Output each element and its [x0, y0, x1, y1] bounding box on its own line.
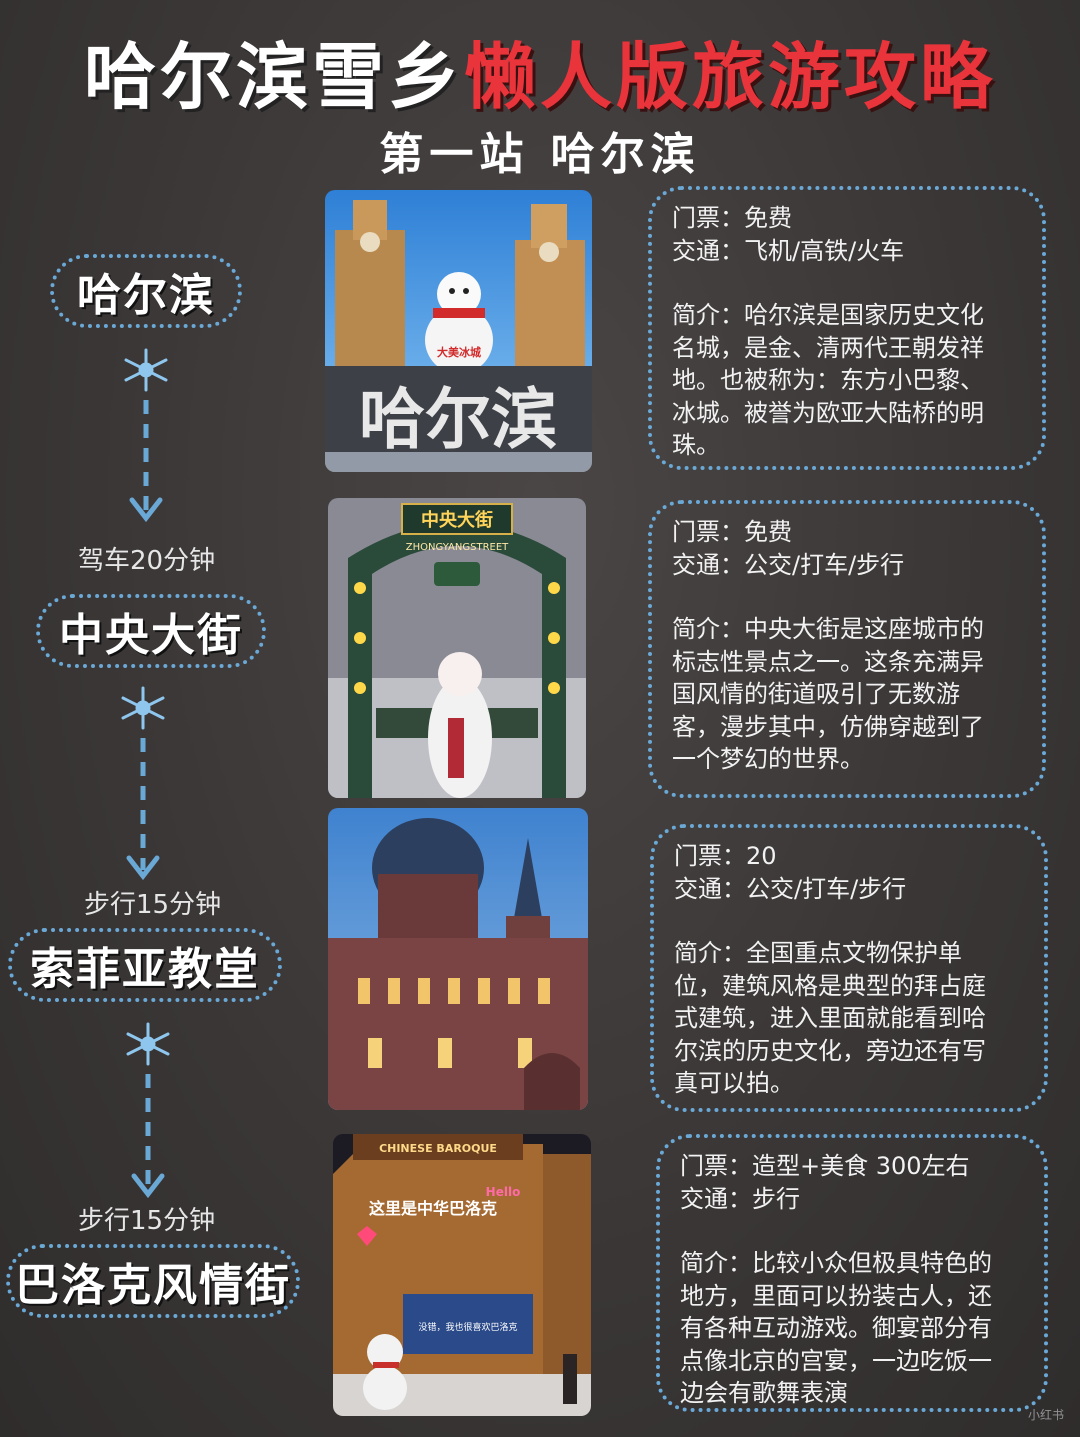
- photo-sign-zhongyang: 中央大街: [421, 509, 493, 531]
- arrow-down-icon: [131, 1173, 165, 1199]
- stop-name-baroque: 巴洛克风情街: [15, 1260, 291, 1311]
- info-box-sofia: 门票：20 交通：公交/打车/步行 简介：全国重点文物保护单 位，建筑风格是典型…: [650, 824, 1048, 1112]
- info-intro-line: 简介：比较小众但极具特色的: [680, 1249, 992, 1277]
- info-intro-line: 边会有歌舞表演: [680, 1379, 848, 1407]
- snowflake-icon: [126, 1022, 170, 1066]
- info-ticket: 门票：20: [674, 842, 777, 870]
- connector-arrow-3: [126, 1022, 170, 1199]
- info-intro-line: 简介：中央大街是这座城市的: [672, 615, 984, 643]
- photo-baroque-street: CHINESE BAROQUE 这里是中华巴洛克 Hello 没错，我也很喜欢巴…: [333, 1134, 591, 1416]
- info-box-baroque: 门票：造型+美食 300左右 交通：步行 简介：比较小众但极具特色的 地方，里面…: [656, 1134, 1048, 1412]
- photo-sign-harbin: 哈尔滨: [359, 381, 557, 458]
- snowflake-icon: [121, 686, 165, 730]
- stop-name-sofia: 索菲亚教堂: [30, 944, 260, 995]
- arrow-down-icon: [126, 855, 160, 881]
- info-transport: 交通：步行: [680, 1184, 800, 1213]
- connector-arrow-2: [121, 686, 165, 881]
- info-ticket: 门票：造型+美食 300左右: [680, 1152, 970, 1180]
- info-transport: 交通：公交/打车/步行: [672, 550, 905, 579]
- info-intro-line: 国风情的街道吸引了无数游: [672, 680, 960, 708]
- info-transport: 交通：公交/打车/步行: [674, 874, 907, 903]
- stop-name-harbin: 哈尔滨: [77, 270, 215, 321]
- info-intro-line: 尔滨的历史文化，旁边还有写: [674, 1036, 986, 1065]
- connector-arrow-1: [124, 348, 168, 523]
- info-intro-line: 简介：全国重点文物保护单: [674, 939, 962, 967]
- info-intro-line: 位，建筑风格是典型的拜占庭: [674, 971, 986, 1000]
- photo-zhongyang-street: 中央大街 ZHONGYANGSTREET: [328, 498, 586, 798]
- photo-sign-zhongyang-sub: ZHONGYANGSTREET: [406, 542, 509, 553]
- duration-3: 步行15分钟: [78, 1206, 216, 1236]
- title-part-2: 懒人版旅游攻略: [464, 35, 997, 119]
- info-ticket: 门票：免费: [672, 518, 792, 546]
- page-subtitle: 第一站 哈尔滨: [379, 129, 701, 180]
- stop-pill-harbin: 哈尔滨: [50, 254, 242, 328]
- info-intro-line: 一个梦幻的世界。: [672, 745, 864, 773]
- stop-pill-zhongyang: 中央大街: [36, 594, 266, 668]
- info-box-harbin: 门票：免费 交通：飞机/高铁/火车 简介：哈尔滨是国家历史文化 名城，是金、清两…: [648, 186, 1046, 470]
- info-intro-line: 点像北京的宫宴，一边吃饭一: [680, 1346, 992, 1375]
- info-intro-line: 标志性景点之一。这条充满异: [672, 647, 984, 676]
- info-intro-line: 冰城。被誉为欧亚大陆桥的明: [672, 398, 984, 427]
- photo-sofia-cathedral: [328, 808, 588, 1110]
- stop-pill-sofia: 索菲亚教堂: [8, 928, 282, 1002]
- info-ticket: 门票：免费: [672, 204, 792, 232]
- photo-screen-baroque: 没错，我也很喜欢巴洛克: [418, 1321, 517, 1333]
- snowflake-icon: [124, 348, 168, 392]
- info-transport: 交通：飞机/高铁/火车: [672, 236, 905, 265]
- duration-1: 驾车20分钟: [78, 546, 216, 576]
- info-intro-line: 简介：哈尔滨是国家历史文化: [672, 301, 984, 329]
- info-intro-line: 名城，是金、清两代王朝发祥: [672, 333, 984, 362]
- watermark: 小红书: [1027, 1408, 1064, 1422]
- arrow-down-icon: [129, 497, 163, 523]
- photo-banner-baroque: CHINESE BAROQUE: [379, 1142, 497, 1155]
- photo-harbin: 哈尔滨 大美冰城: [325, 190, 592, 472]
- photo-sign-baroque: 这里是中华巴洛克: [369, 1199, 497, 1218]
- stop-name-zhongyang: 中央大街: [59, 610, 243, 661]
- heart-icon: [357, 1226, 377, 1246]
- stop-pill-baroque: 巴洛克风情街: [6, 1244, 300, 1318]
- title-part-1: 哈尔滨雪乡: [83, 35, 464, 119]
- photo-sign-baroque-en: Hello: [486, 1185, 521, 1199]
- info-intro-line: 地。也被称为：东方小巴黎、: [672, 366, 984, 394]
- info-intro-line: 客，漫步其中，仿佛穿越到了: [672, 712, 984, 741]
- info-intro-line: 式建筑，进入里面就能看到哈: [674, 1004, 986, 1032]
- page-title: 哈尔滨雪乡懒人版旅游攻略: [0, 18, 1080, 123]
- photo-banner-harbin: 大美冰城: [437, 345, 481, 359]
- info-box-zhongyang: 门票：免费 交通：公交/打车/步行 简介：中央大街是这座城市的 标志性景点之一。…: [648, 500, 1046, 798]
- duration-2: 步行15分钟: [84, 890, 222, 920]
- info-intro-line: 真可以拍。: [674, 1069, 794, 1097]
- info-intro-line: 有各种互动游戏。御宴部分有: [680, 1314, 992, 1342]
- info-intro-line: 珠。: [672, 431, 720, 459]
- info-intro-line: 地方，里面可以扮装古人，还: [680, 1281, 992, 1310]
